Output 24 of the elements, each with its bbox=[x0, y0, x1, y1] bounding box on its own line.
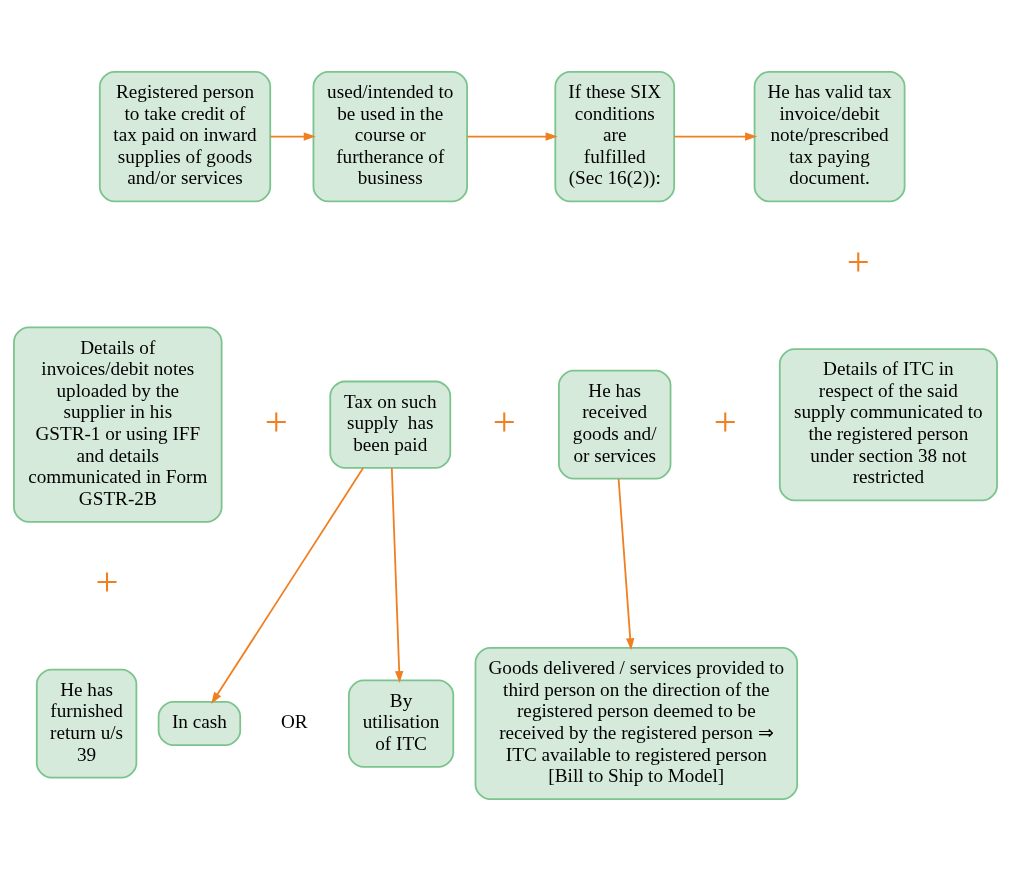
arrow bbox=[617, 477, 634, 650]
node-box: By utilisation of ITC bbox=[347, 678, 454, 768]
node-box: He has received goods and/ or services bbox=[557, 369, 671, 480]
label: + bbox=[713, 398, 737, 444]
node-box: Goods delivered / services provided to third person on the direction of the registered person deemed to be received by the registered person ⇒ ITC available to registered person [Bill to Ship to Model] bbox=[474, 646, 798, 800]
node-box: Tax on such supply has been paid bbox=[328, 380, 451, 469]
label: + bbox=[264, 398, 288, 444]
arrow bbox=[390, 466, 403, 683]
node-box: In cash bbox=[157, 700, 241, 746]
node-box: Registered person to take credit of tax paid on inward supplies of goods and/or services bbox=[98, 70, 271, 202]
arrow bbox=[269, 131, 316, 141]
node-box: He has furnished return u/s 39 bbox=[35, 668, 137, 778]
node-box: Details of ITC in respect of the said supply communicated to the registered person under section 38 not restricted bbox=[778, 347, 998, 501]
arrow bbox=[672, 131, 757, 141]
node-box: Details of invoices/debit notes uploaded by the supplier in his GSTR-1 or using IFF and details communicated in Form GSTR-2B bbox=[12, 326, 222, 523]
arrow bbox=[466, 131, 558, 141]
label: OR bbox=[280, 710, 308, 732]
node-box: used/intended to be used in the course or furtherance of business bbox=[312, 70, 468, 202]
node-box: He has valid tax invoice/debit note/prescribed tax paying document. bbox=[753, 70, 905, 202]
label: + bbox=[492, 398, 516, 444]
node-box: If these SIX conditions are fulfilled (Sec 16(2)): bbox=[553, 70, 675, 202]
label: + bbox=[846, 238, 870, 284]
arrow bbox=[210, 466, 364, 704]
label: + bbox=[94, 558, 118, 604]
